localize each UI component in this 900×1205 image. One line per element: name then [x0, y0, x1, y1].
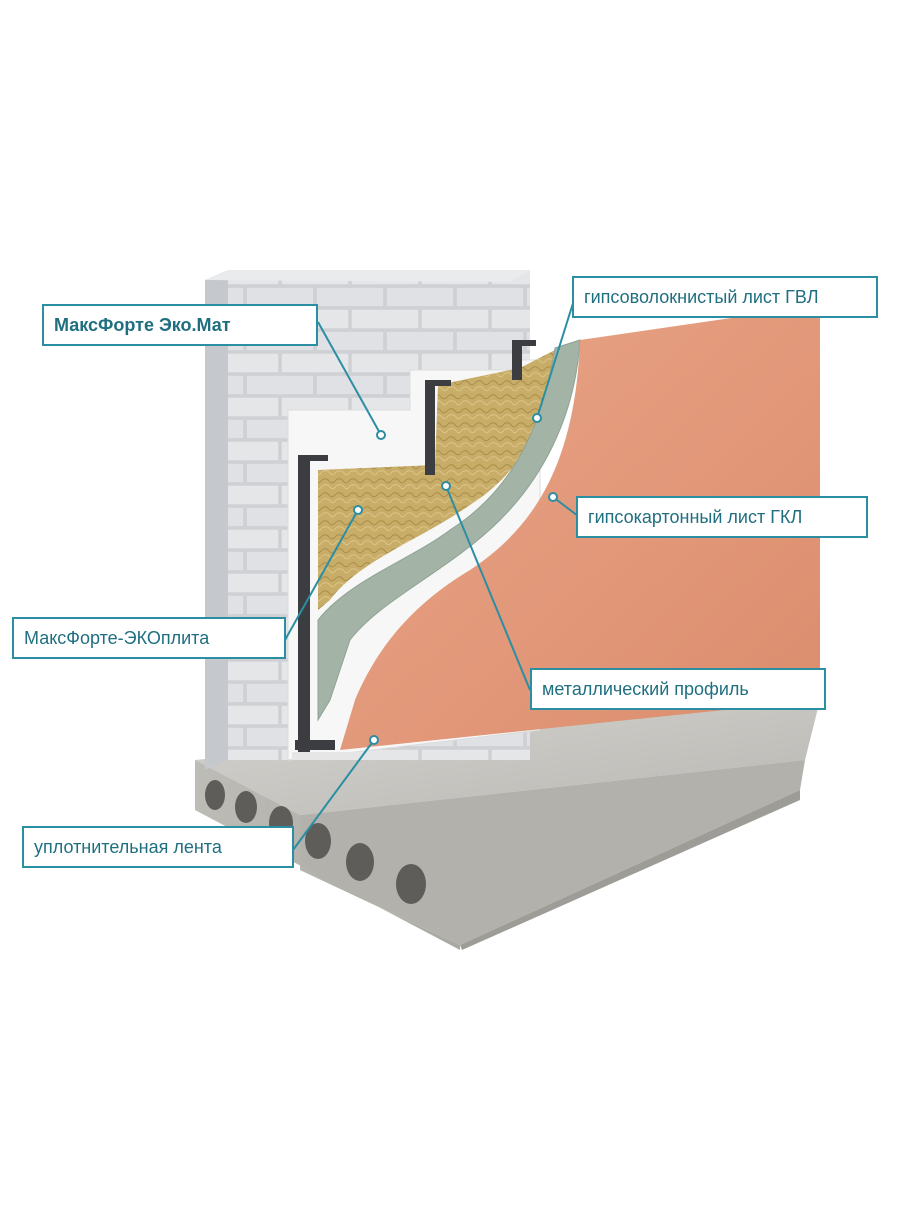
label-ecomat: МаксФорте Эко.Мат	[42, 304, 318, 346]
label-gvl: гипсоволокнистый лист ГВЛ	[572, 276, 878, 318]
label-ecoplita: МаксФорте-ЭКОплита	[12, 617, 286, 659]
label-profile: металлический профиль	[530, 668, 826, 710]
label-tape: уплотнительная лента	[22, 826, 294, 868]
sealing-tape	[292, 752, 362, 760]
label-gkl: гипсокартонный лист ГКЛ	[576, 496, 868, 538]
